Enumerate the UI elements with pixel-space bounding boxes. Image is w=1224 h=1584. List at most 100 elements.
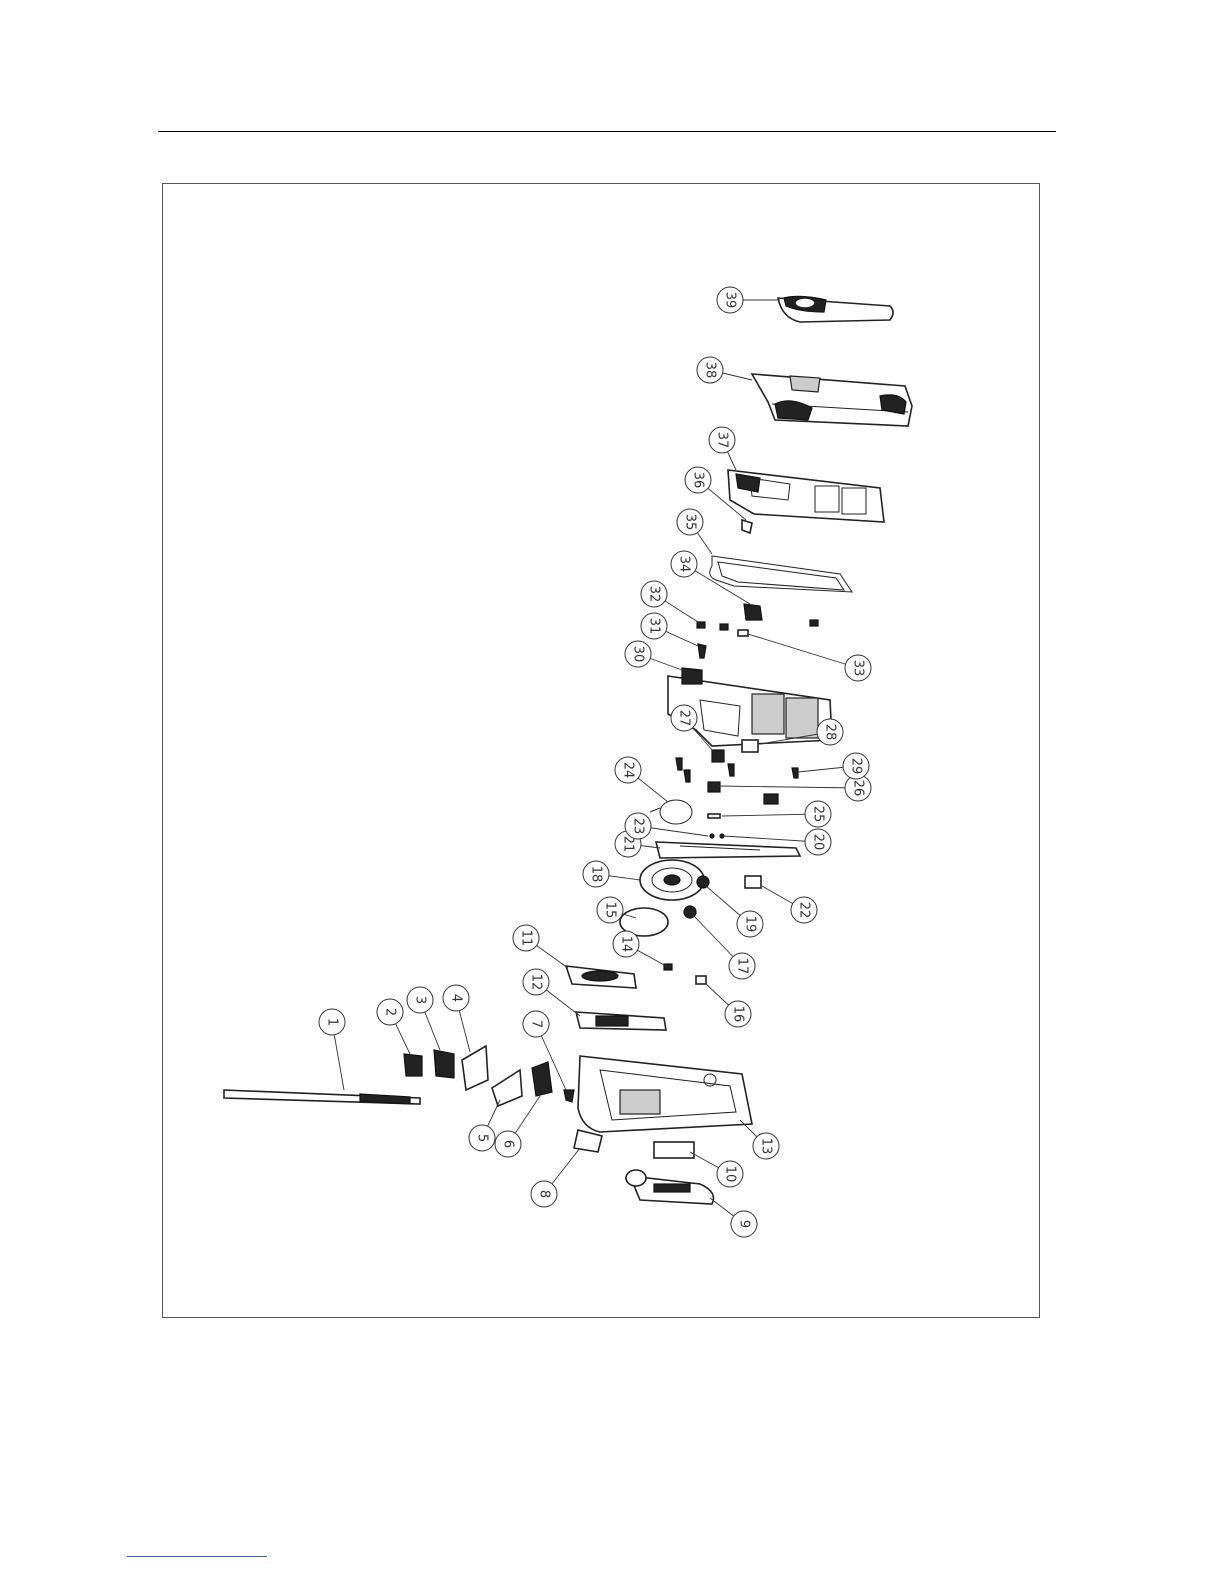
- callout-38: 38: [697, 357, 723, 383]
- callout-6: 6: [495, 1131, 521, 1157]
- part-drawings: [224, 296, 912, 1204]
- callout-35: 35: [677, 509, 703, 535]
- callout-label: 28: [823, 724, 838, 741]
- callout-label: 5: [475, 1134, 490, 1142]
- callout-label: 19: [743, 916, 758, 933]
- footer-rule: [127, 1556, 267, 1557]
- callout-4: 4: [443, 985, 469, 1011]
- callout-15: 15: [597, 897, 623, 923]
- battery-pack: [752, 374, 912, 426]
- small-knob: [697, 876, 709, 888]
- callout-label: 6: [501, 1140, 516, 1148]
- jack-cap: [532, 1062, 552, 1096]
- callout-7: 7: [523, 1011, 549, 1037]
- callout-label: 4: [449, 994, 464, 1002]
- callout-36: 36: [685, 467, 711, 493]
- callout-label: 31: [647, 618, 662, 635]
- front-housing: [578, 1056, 752, 1132]
- belt-clip: [778, 296, 893, 322]
- callout-label: 18: [589, 866, 604, 883]
- callout-20: 20: [805, 829, 831, 855]
- flex-circuit: [656, 842, 800, 858]
- callout-14: 14: [613, 931, 639, 957]
- callout-label: 23: [631, 818, 646, 835]
- callout-27: 27: [671, 705, 697, 731]
- callout-label: 22: [797, 902, 812, 919]
- callout-11: 11: [513, 925, 539, 951]
- callout-3: 3: [407, 987, 433, 1013]
- pad: [708, 782, 720, 792]
- small-contact: [697, 622, 705, 628]
- callout-5: 5: [469, 1125, 495, 1151]
- callout-label: 17: [735, 958, 750, 975]
- callout-label: 24: [621, 762, 636, 779]
- label-pad: [574, 1130, 602, 1152]
- callout-17: 17: [729, 953, 755, 979]
- gasket: [710, 556, 852, 592]
- callout-18: 18: [583, 861, 609, 887]
- side-cover: [626, 1170, 714, 1204]
- battery-latch-plate: [728, 470, 884, 522]
- callout-1: 1: [319, 1009, 345, 1035]
- screw: [564, 1090, 574, 1102]
- small-contact: [810, 620, 818, 626]
- callout-label: 36: [691, 472, 706, 489]
- speaker: [640, 860, 704, 900]
- callout-label: 12: [529, 974, 544, 991]
- small-clip: [696, 976, 706, 984]
- callout-39: 39: [717, 287, 743, 313]
- callout-28: 28: [817, 719, 843, 745]
- callout-label: 32: [647, 586, 662, 603]
- callout-label: 2: [383, 1008, 398, 1016]
- callout-label: 34: [677, 556, 692, 573]
- top-plate: [462, 1046, 488, 1090]
- callout-25: 25: [805, 801, 831, 827]
- volume-knob: [404, 1054, 422, 1076]
- callout-19: 19: [737, 911, 763, 937]
- screw: [698, 644, 706, 658]
- callout-label: 1: [325, 1018, 340, 1026]
- callout-16: 16: [725, 1001, 751, 1027]
- callout-33: 33: [845, 655, 871, 681]
- callout-label: 35: [683, 514, 698, 531]
- callout-13: 13: [753, 1133, 779, 1159]
- keypad: [576, 1012, 666, 1030]
- callout-label: 8: [537, 1190, 552, 1198]
- screw: [676, 758, 682, 770]
- leader-line: [722, 814, 818, 816]
- top-seal: [492, 1070, 522, 1106]
- small-dot: [720, 834, 724, 838]
- chassis-board: [668, 668, 832, 746]
- callout-label: 14: [619, 936, 634, 953]
- callout-23: 23: [625, 813, 651, 839]
- channel-knob: [434, 1050, 454, 1078]
- callout-31: 31: [641, 613, 667, 639]
- callout-label: 11: [519, 930, 534, 947]
- grille: [654, 1142, 694, 1158]
- callout-12: 12: [523, 969, 549, 995]
- callout-30: 30: [625, 641, 651, 667]
- callout-34: 34: [671, 551, 697, 577]
- callout-24: 24: [615, 757, 641, 783]
- callout-37: 37: [709, 427, 735, 453]
- callout-label: 26: [851, 780, 866, 797]
- small-contact: [720, 624, 728, 630]
- callout-label: 25: [811, 806, 826, 823]
- leader-line: [748, 634, 858, 668]
- small-strip: [708, 814, 720, 818]
- callout-32: 32: [641, 581, 667, 607]
- callout-label: 30: [631, 646, 646, 663]
- callout-label: 29: [849, 758, 864, 775]
- connector: [745, 876, 761, 888]
- callout-label: 16: [731, 1006, 746, 1023]
- callout-label: 9: [737, 1220, 752, 1228]
- callout-label: 7: [529, 1020, 544, 1028]
- screw: [792, 768, 798, 778]
- leader-line: [724, 836, 818, 842]
- callout-label: 37: [715, 432, 730, 449]
- speaker-ring: [650, 800, 692, 824]
- small-pad: [738, 630, 748, 636]
- callout-label: 3: [413, 996, 428, 1004]
- callout-10: 10: [717, 1161, 743, 1187]
